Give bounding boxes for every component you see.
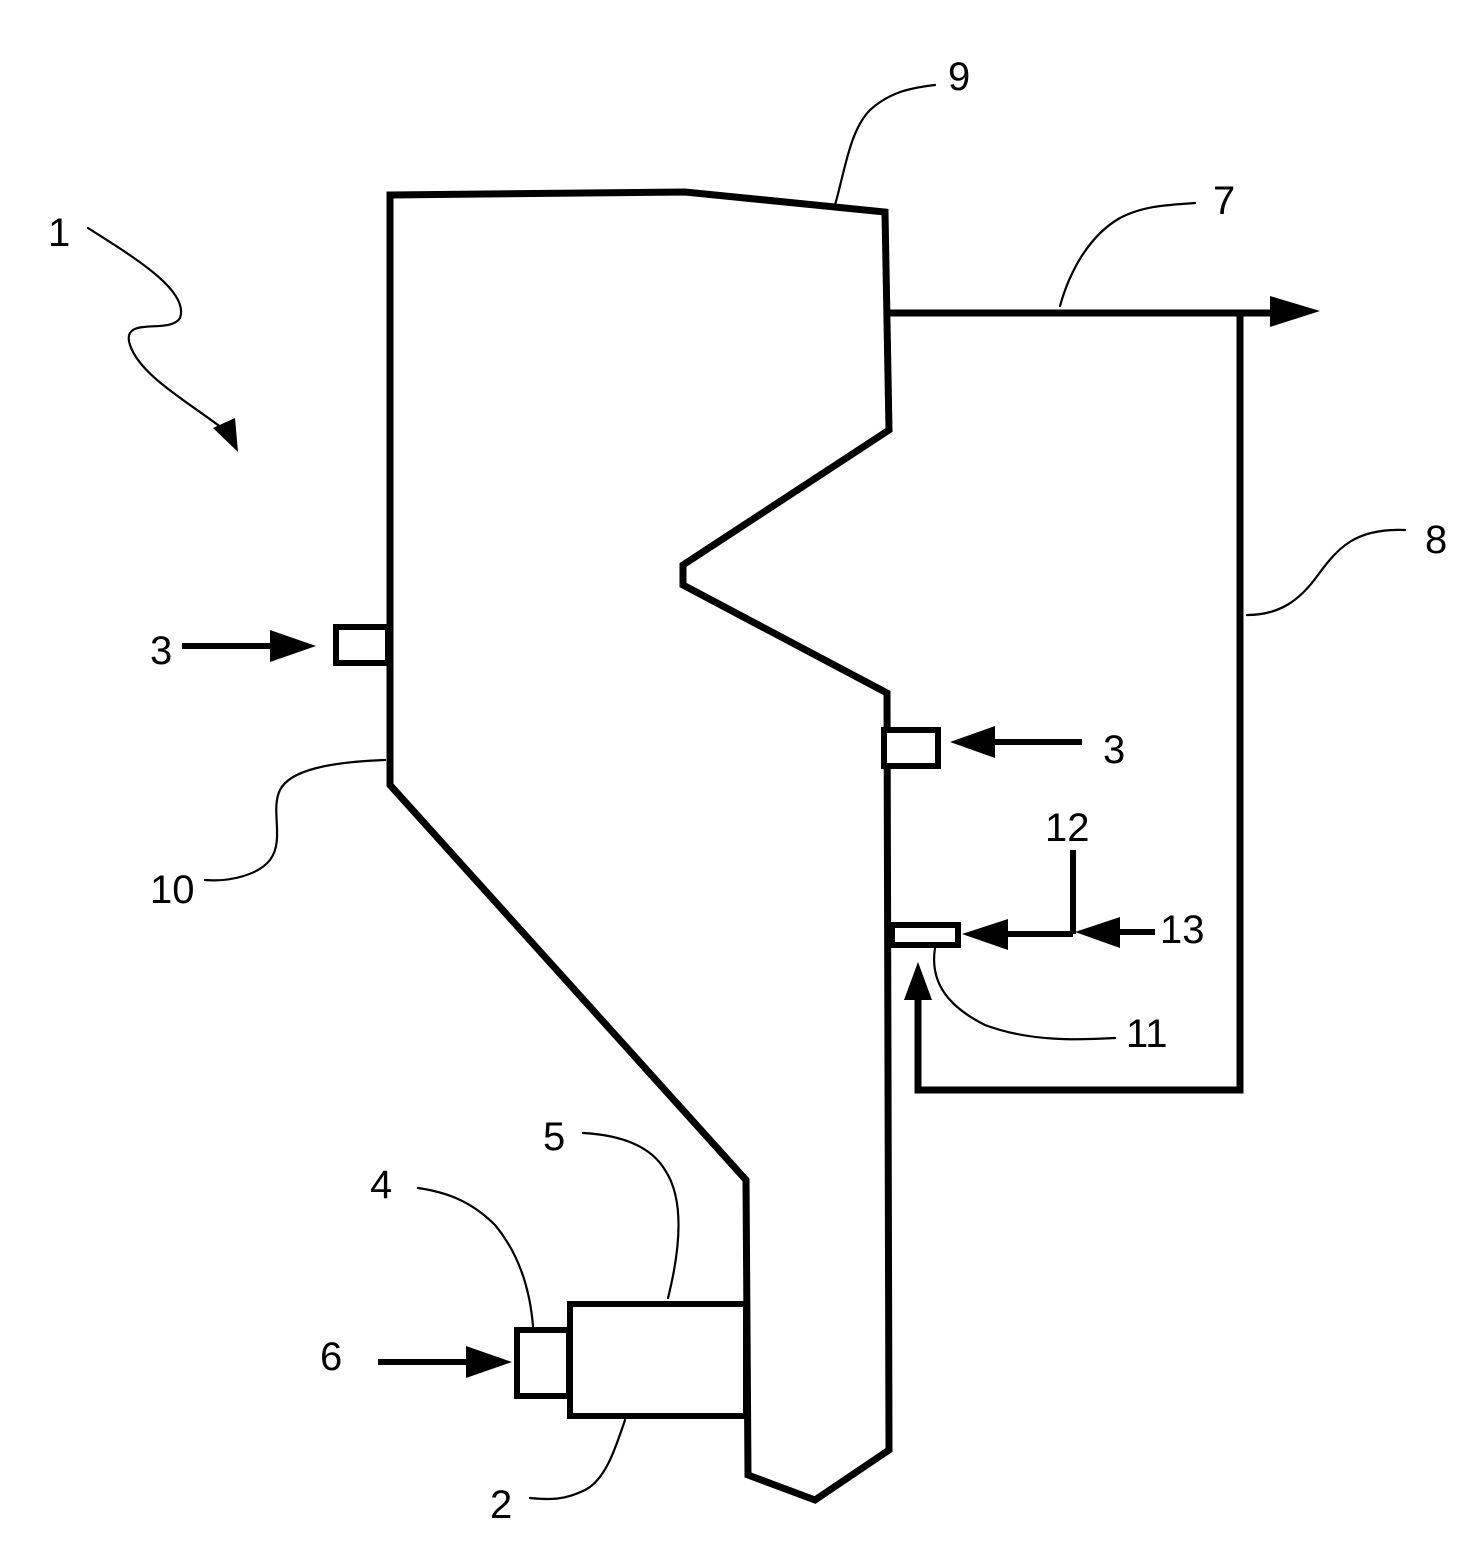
label-3-left: 3: [150, 629, 172, 673]
label-3-right: 3: [1103, 728, 1125, 772]
label-4: 4: [370, 1163, 392, 1207]
label-13: 13: [1160, 908, 1205, 952]
label-9: 9: [948, 55, 970, 99]
leader-2: [530, 1420, 625, 1499]
reference-curve-1: [88, 228, 222, 428]
injection-nozzle: [892, 925, 958, 945]
leader-10: [205, 760, 385, 880]
burner-inlet: [517, 1330, 569, 1396]
label-2: 2: [490, 1483, 512, 1527]
leader-7: [1060, 203, 1195, 306]
leader-11: [934, 948, 1115, 1039]
leader-5: [583, 1133, 679, 1298]
flue-gas-arrow-head: [1270, 296, 1320, 327]
label-10: 10: [150, 868, 195, 912]
right-air-arrow-head: [950, 726, 995, 758]
left-air-nozzle: [336, 627, 388, 663]
right-air-nozzle: [884, 730, 938, 766]
burner-body: [570, 1304, 746, 1416]
leader-8: [1247, 530, 1405, 615]
feed-arrow-head-nozzle: [962, 919, 1008, 950]
label-5: 5: [543, 1115, 565, 1159]
leader-9: [835, 85, 935, 205]
recirculation-line: [918, 318, 1240, 1090]
fuel-arrow-head: [466, 1346, 512, 1378]
label-11: 11: [1126, 1012, 1168, 1056]
feed-arrow-head-13: [1075, 917, 1120, 948]
recirculation-arrow-head: [904, 962, 932, 1000]
left-air-arrow-head: [270, 630, 316, 662]
label-7: 7: [1213, 179, 1235, 223]
leader-4: [418, 1188, 533, 1326]
label-8: 8: [1425, 518, 1447, 562]
label-1: 1: [48, 211, 70, 255]
label-6: 6: [320, 1335, 342, 1379]
label-12: 12: [1045, 806, 1090, 850]
